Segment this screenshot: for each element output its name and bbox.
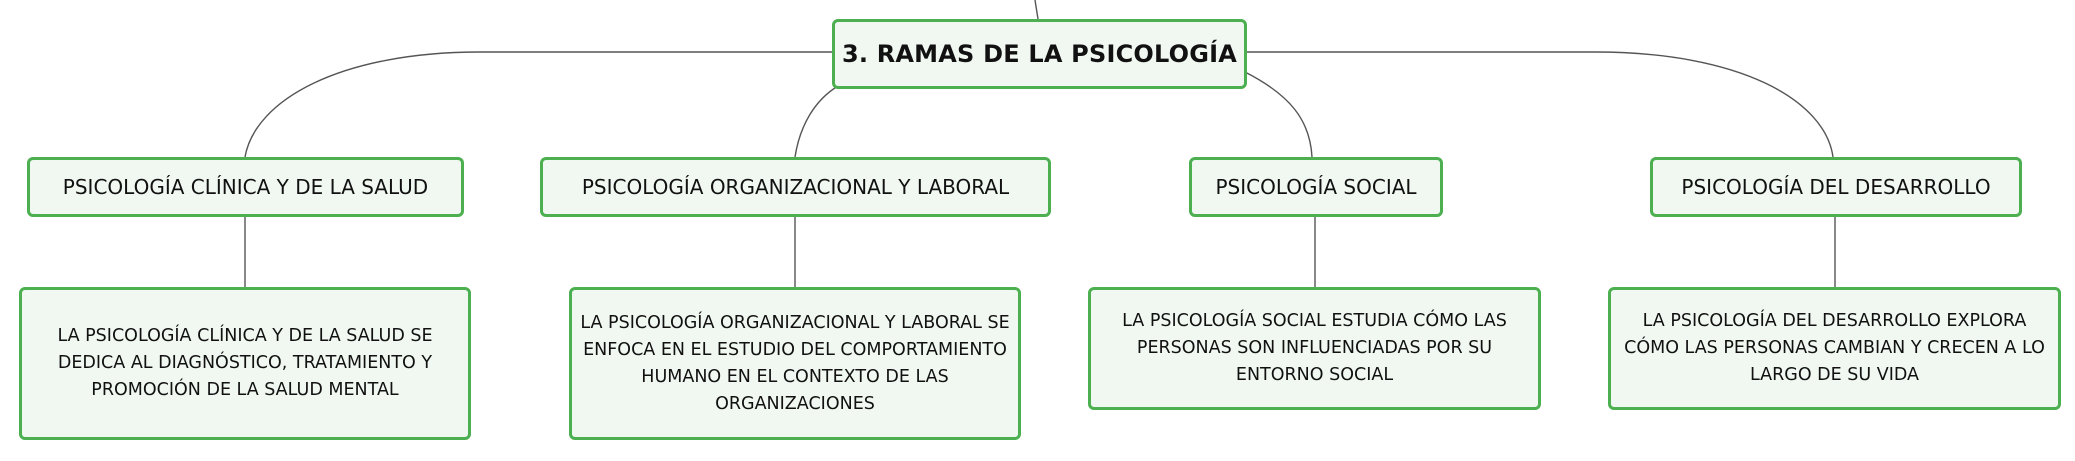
connector-root-parent [1034,0,1039,20]
description-text: LA PSICOLOGÍA SOCIAL ESTUDIA CÓMO LAS PE… [1122,311,1507,385]
branch-organizacional-laboral[interactable]: PSICOLOGÍA ORGANIZACIONAL Y LABORAL [540,157,1051,217]
description-clinica-salud[interactable]: LA PSICOLOGÍA CLÍNICA Y DE LA SALUD SE D… [19,287,471,440]
branch-label: PSICOLOGÍA ORGANIZACIONAL Y LABORAL [581,175,1010,199]
root-topic[interactable]: 3. RAMAS DE LA PSICOLOGÍA [832,19,1247,89]
branch-social[interactable]: PSICOLOGÍA SOCIAL [1189,157,1443,217]
connector-root-to-social [1244,71,1313,158]
branch-desarrollo[interactable]: PSICOLOGÍA DEL DESARROLLO [1650,157,2022,217]
description-desarrollo[interactable]: LA PSICOLOGÍA DEL DESARROLLO EXPLORA CÓM… [1608,287,2061,410]
connector-root-to-clinica [244,51,835,158]
branch-clinica-salud[interactable]: PSICOLOGÍA CLÍNICA Y DE LA SALUD [27,157,464,217]
description-text: LA PSICOLOGÍA ORGANIZACIONAL Y LABORAL S… [580,312,1010,414]
connector-root-to-organizacional [794,85,839,158]
description-text: LA PSICOLOGÍA CLÍNICA Y DE LA SALUD SE D… [57,326,433,400]
branch-label: PSICOLOGÍA SOCIAL [1215,175,1417,199]
description-organizacional-laboral[interactable]: LA PSICOLOGÍA ORGANIZACIONAL Y LABORAL S… [569,287,1021,440]
description-social[interactable]: LA PSICOLOGÍA SOCIAL ESTUDIA CÓMO LAS PE… [1088,287,1541,410]
connector-root-to-desarrollo [1245,51,1834,158]
root-topic-label: 3. RAMAS DE LA PSICOLOGÍA [841,40,1238,68]
description-text: LA PSICOLOGÍA DEL DESARROLLO EXPLORA CÓM… [1624,311,2045,385]
branch-label: PSICOLOGÍA CLÍNICA Y DE LA SALUD [62,175,429,199]
branch-label: PSICOLOGÍA DEL DESARROLLO [1681,175,1991,199]
